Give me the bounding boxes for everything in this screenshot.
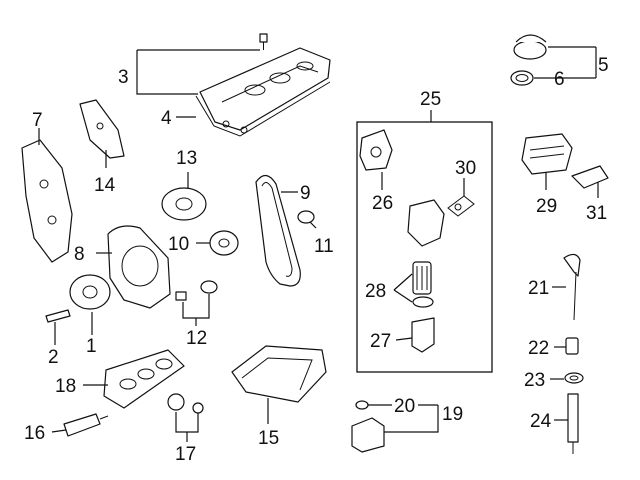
filter-cap-part (411, 317, 435, 353)
callout-9: 9 (300, 183, 311, 204)
oil-pan-part (231, 345, 327, 403)
timing-belt-part (255, 174, 301, 287)
callout-15: 15 (258, 428, 279, 449)
callout-24: 24 (530, 411, 552, 432)
drain-plug-part (167, 393, 204, 414)
callout-8: 8 (74, 244, 85, 265)
callout-4: 4 (161, 108, 172, 129)
callout-21: 21 (528, 278, 549, 299)
upper-timing-cover-part (79, 99, 125, 159)
cooler-bracket-part (571, 165, 609, 189)
callout-28: 28 (365, 281, 386, 302)
dipstick-seal-part (565, 337, 579, 355)
filter-element-part (412, 261, 434, 308)
pulley-bolt-part (45, 309, 71, 323)
callout-20: 20 (394, 396, 415, 417)
callout-12: 12 (186, 328, 207, 349)
callout-3: 3 (118, 67, 129, 88)
callout-30: 30 (455, 158, 476, 179)
callout-19: 19 (442, 404, 463, 425)
valve-cover-gasket-part (195, 81, 331, 137)
callout-16: 16 (24, 423, 45, 444)
filler-cap-seal-part (510, 70, 534, 86)
oil-cooler-part (521, 133, 573, 175)
leader-lines (38, 46, 599, 442)
callout-2: 2 (48, 347, 59, 368)
callout-23: 23 (524, 370, 545, 391)
callout-22: 22 (528, 338, 549, 359)
timing-cover-part (21, 139, 73, 263)
callout-14: 14 (94, 175, 116, 196)
filter-head-part (407, 199, 445, 247)
oil-filler-cap-part (513, 34, 547, 60)
valve-cover-part (199, 47, 331, 131)
o-ring-part (564, 372, 584, 384)
bolts-part (175, 280, 218, 301)
oil-pan-gasket-part (103, 349, 185, 409)
dipstick-part (563, 253, 581, 321)
callout-5: 5 (598, 55, 609, 76)
callout-27: 27 (370, 331, 391, 352)
callout-25: 25 (420, 89, 441, 110)
filter-housing-part (359, 129, 393, 171)
callout-17: 17 (175, 444, 196, 465)
callout-29: 29 (536, 196, 557, 217)
callout-7: 7 (32, 110, 43, 131)
callout-26: 26 (372, 193, 393, 214)
valve-cover-bolt-part (259, 33, 268, 50)
callout-31: 31 (586, 203, 607, 224)
callout-11: 11 (314, 236, 334, 257)
callout-1: 1 (86, 336, 97, 357)
callout-6: 6 (554, 69, 565, 90)
tensioner-roller-part (297, 210, 315, 224)
callout-10: 10 (168, 234, 189, 255)
callout-18: 18 (55, 376, 76, 397)
camshaft-sprocket-part (161, 187, 207, 221)
dipstick-tube-part (567, 393, 579, 454)
callout-labels: 3 4 5 6 7 14 13 9 8 10 11 1 2 12 18 16 1… (24, 55, 609, 465)
housing-gasket-part (447, 195, 475, 217)
filter-assembly-box (356, 121, 493, 373)
sealant-tube-part (63, 413, 109, 437)
pressure-sensor-part (351, 417, 385, 453)
crankshaft-pulley-part (69, 274, 111, 310)
idler-pulley-part (209, 230, 239, 256)
callout-13: 13 (176, 148, 197, 169)
rear-timing-cover-part (107, 225, 171, 309)
sensor-seal-part (355, 400, 369, 410)
